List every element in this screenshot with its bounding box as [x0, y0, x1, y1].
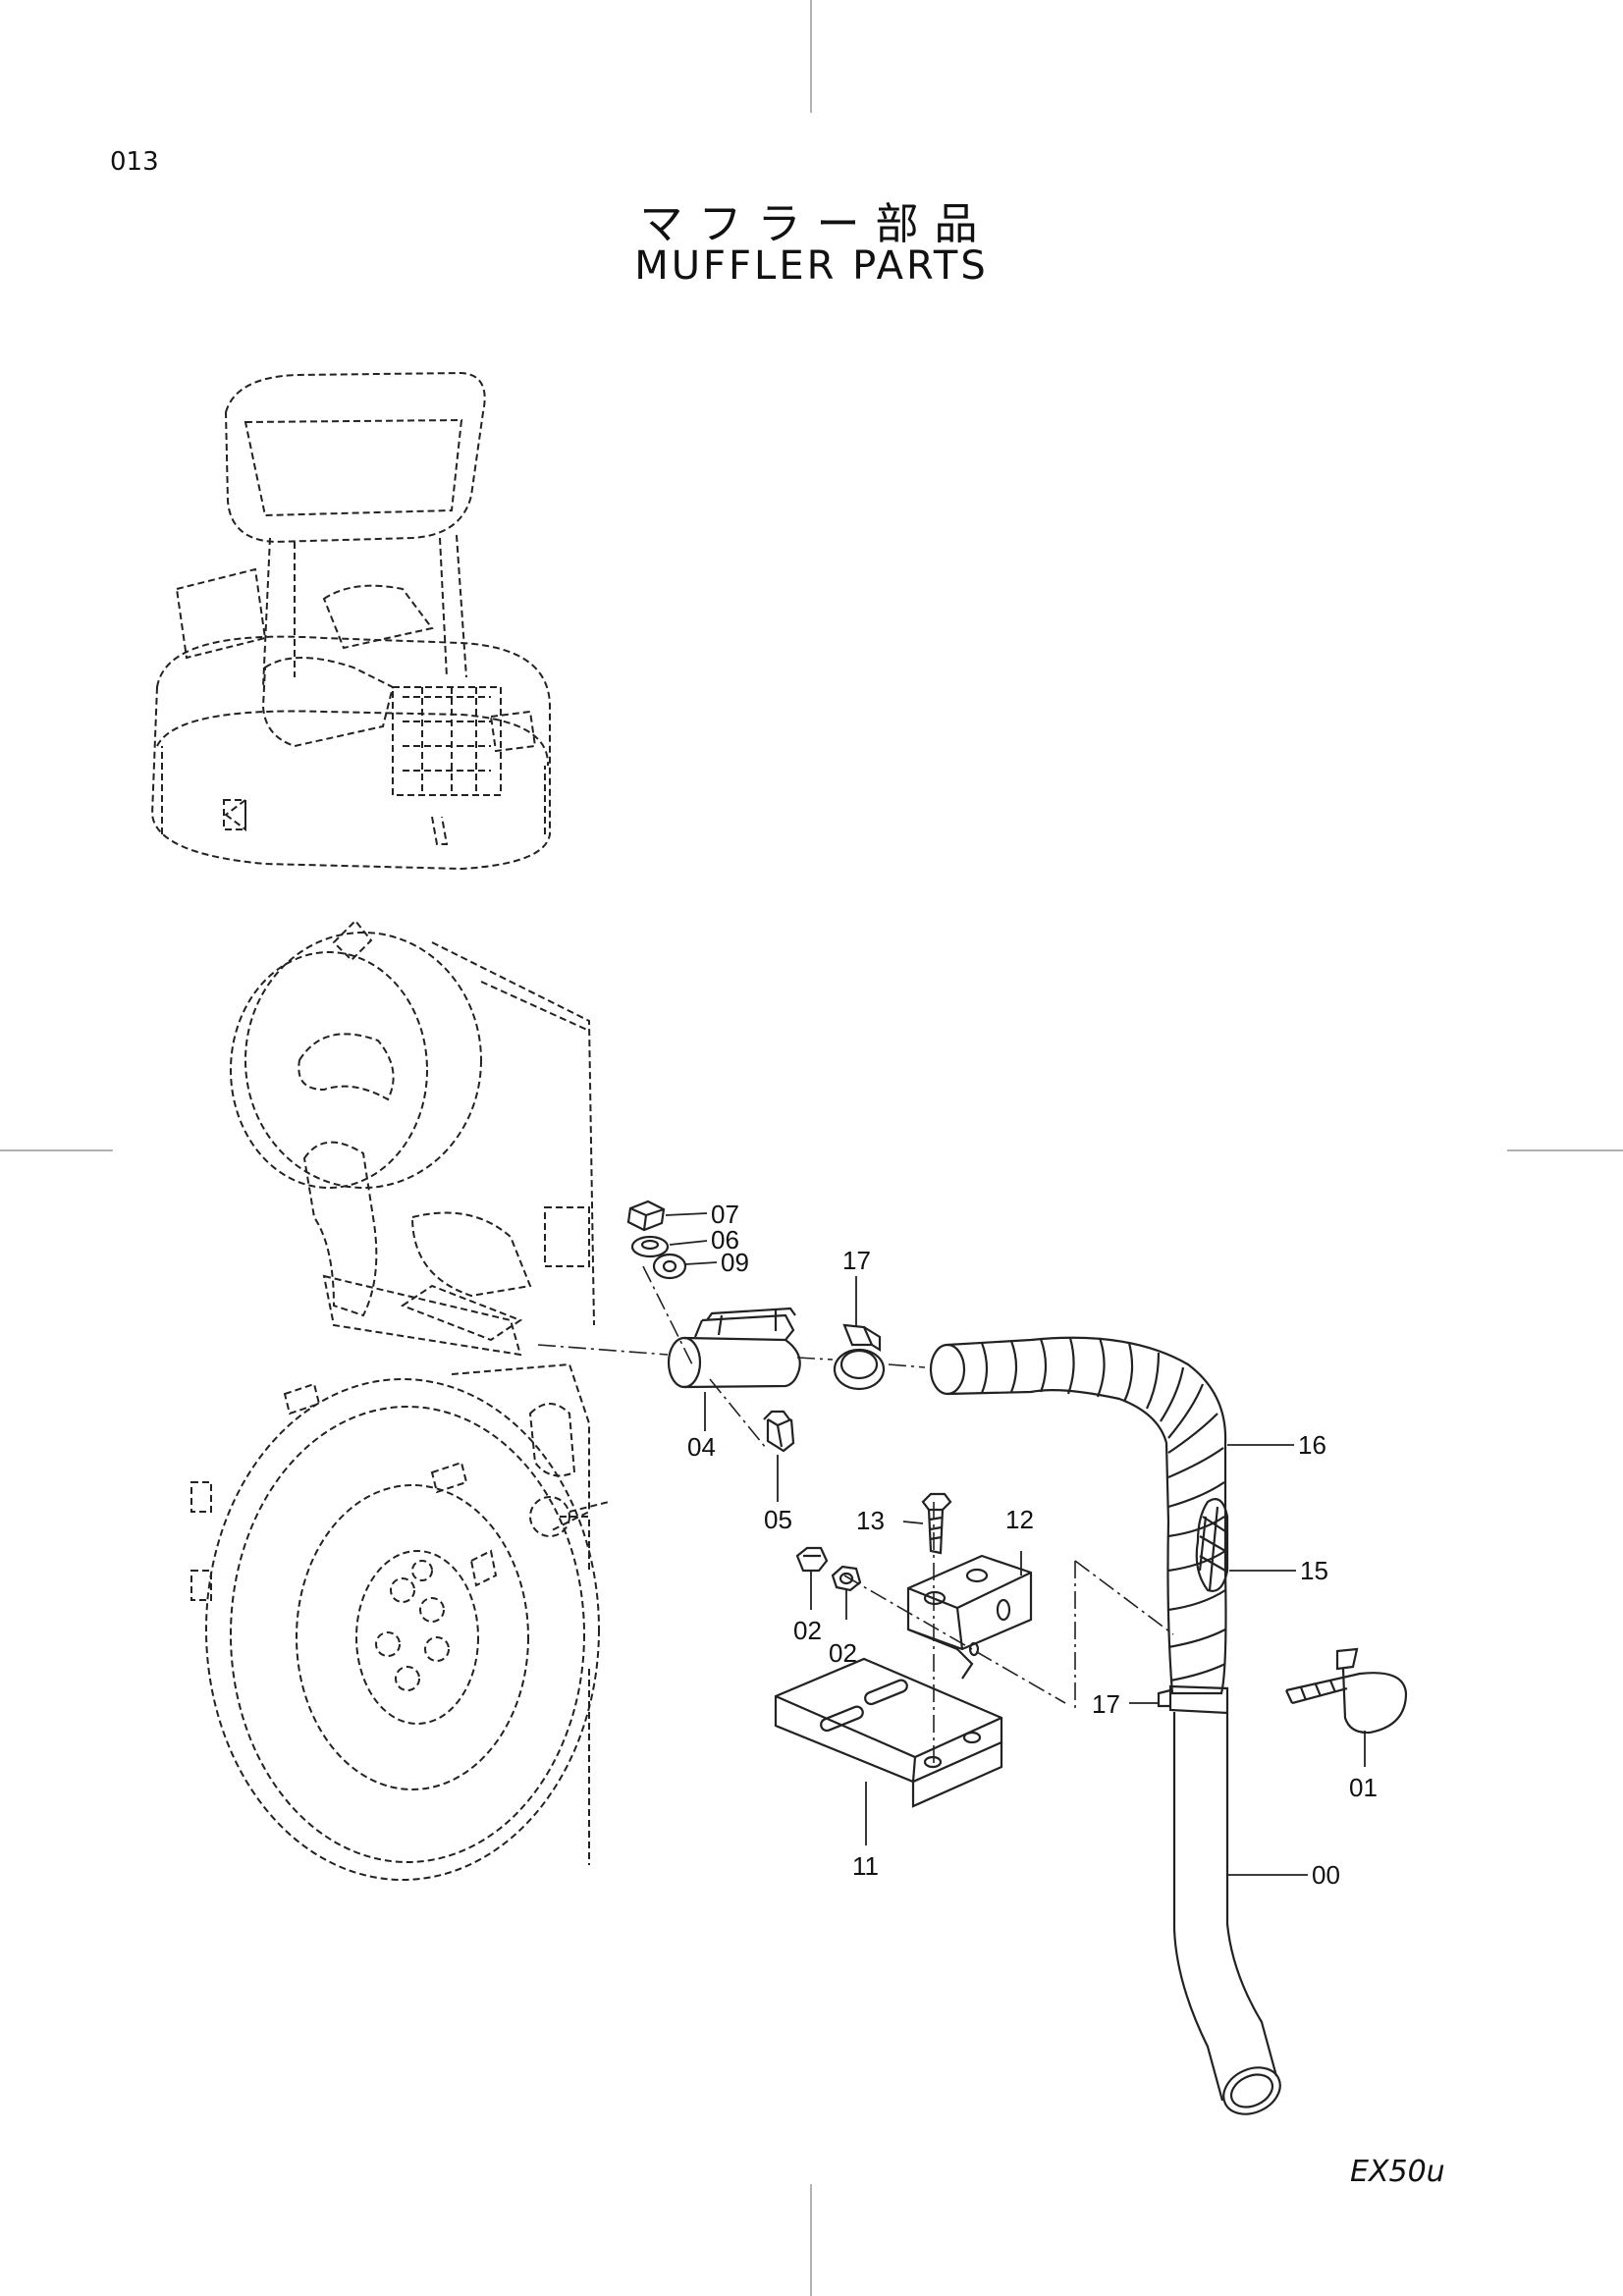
engine-block-illustration: [230, 919, 610, 1537]
part-02-nut-left: [795, 1546, 829, 1573]
callout-09: 09: [721, 1248, 749, 1277]
part-06-lock-washer: [630, 1235, 670, 1258]
assembly-centerlines: [537, 1265, 1174, 1767]
part-01-u-bolt: [1285, 1647, 1408, 1735]
machine-overview-illustration: [150, 371, 551, 871]
callout-01: 01: [1349, 1773, 1378, 1802]
part-13-bolt: [921, 1492, 952, 1555]
callout-15: 15: [1300, 1556, 1328, 1585]
page-number: 013: [110, 147, 159, 177]
callout-00: 00: [1312, 1860, 1340, 1890]
callout-17-upper: 17: [842, 1246, 871, 1275]
callout-02-left: 02: [793, 1616, 822, 1645]
page-title-japanese: マフラー部品: [639, 199, 994, 249]
callout-07: 07: [711, 1200, 739, 1229]
part-17-band-clamp-lower: [1157, 1684, 1229, 1715]
part-16-exhaust-pipe-upper: [929, 1336, 1229, 1695]
part-17-band-clamp: [833, 1323, 886, 1391]
callout-06: 06: [711, 1225, 739, 1255]
callout-05: 05: [764, 1505, 792, 1534]
part-04-clamp-sleeve: [667, 1307, 801, 1389]
callout-02-right: 02: [829, 1638, 857, 1668]
part-11-base-plate: [774, 1657, 1003, 1808]
flywheel-illustration: [190, 1378, 600, 1881]
callout-labels: 07 06 09 17 04 05 16 13 12 15 02 02 17 0…: [687, 1200, 1378, 1890]
part-05-bolt: [763, 1410, 795, 1453]
model-code: EX50u: [1350, 2155, 1445, 2189]
part-02-nut-right: [831, 1565, 862, 1592]
part-09-washer: [652, 1253, 687, 1280]
callout-04: 04: [687, 1432, 716, 1462]
callout-17-lower: 17: [1092, 1689, 1120, 1719]
callout-12: 12: [1005, 1505, 1034, 1534]
callout-13: 13: [856, 1506, 885, 1535]
callout-16: 16: [1298, 1430, 1326, 1460]
part-07-nut: [626, 1200, 666, 1232]
page-title-english: MUFFLER PARTS: [634, 243, 989, 289]
part-12-bracket: [906, 1554, 1033, 1680]
part-00-tail-pipe: [1172, 1712, 1281, 2115]
callout-11: 11: [852, 1851, 879, 1881]
callout-leader-lines: [665, 1212, 1366, 1876]
